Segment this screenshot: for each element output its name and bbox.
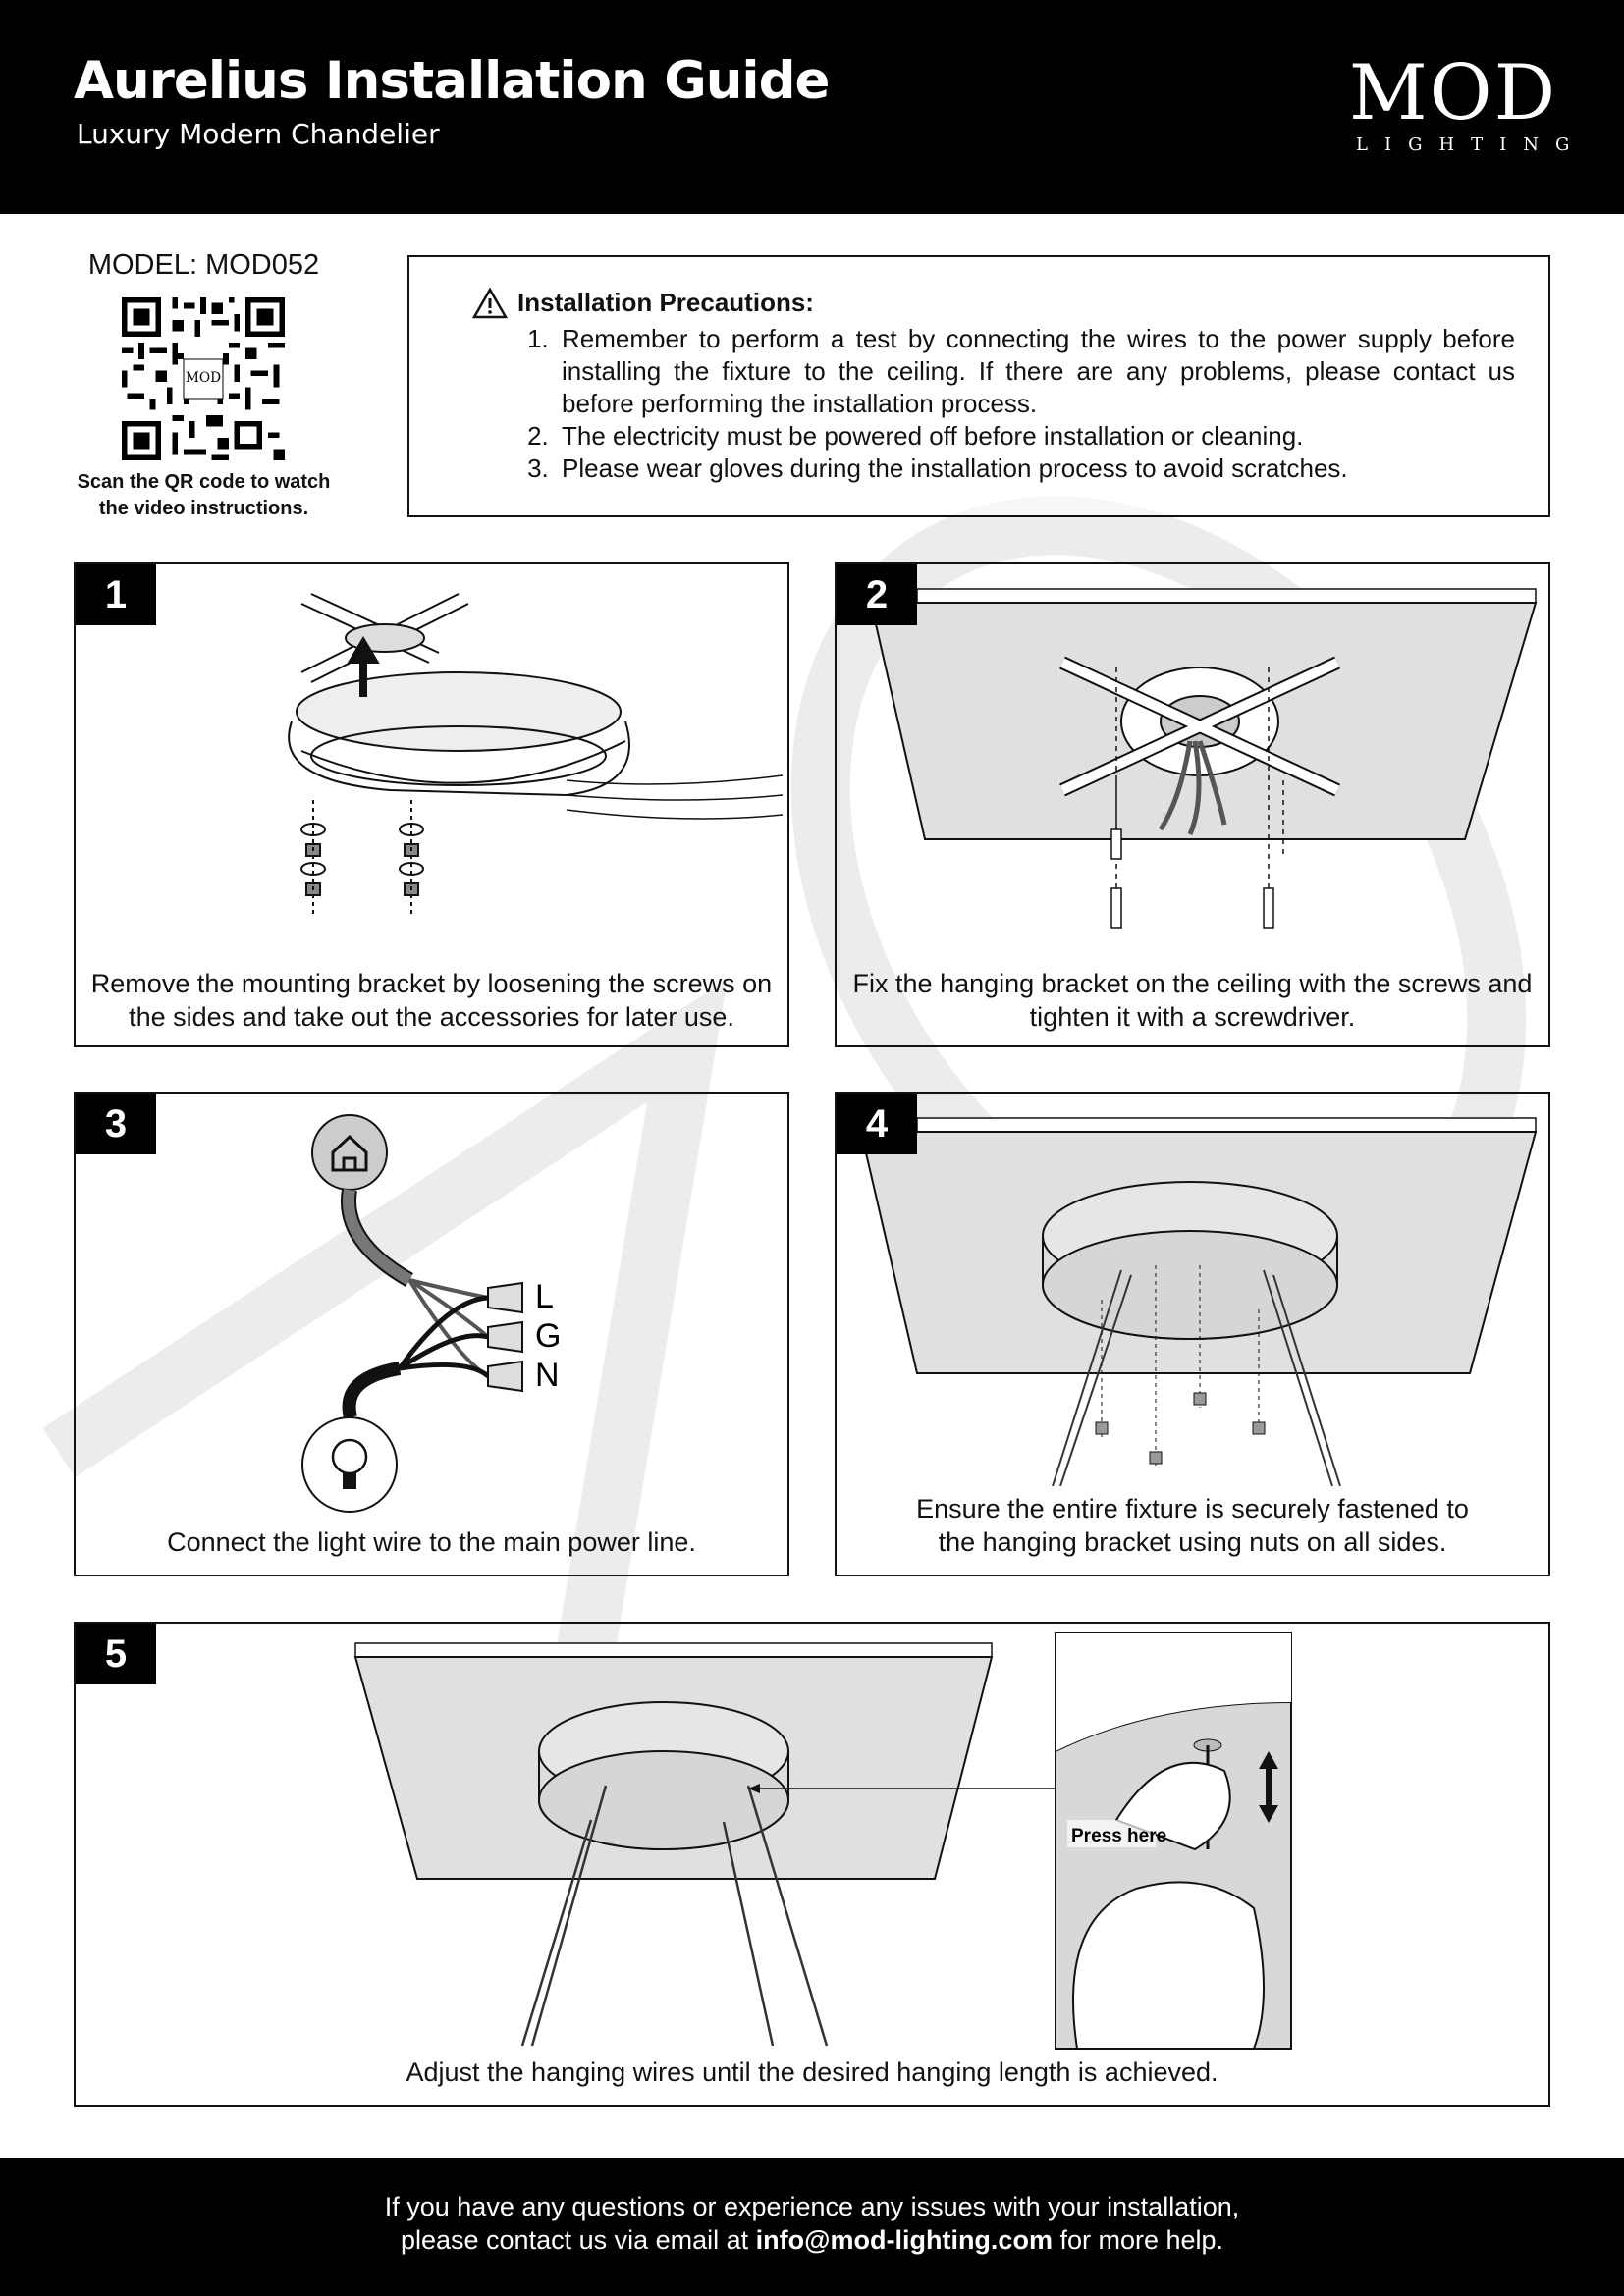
wire-label-n: N [535, 1357, 560, 1394]
house-icon [311, 1114, 388, 1191]
step-caption: Fix the hanging bracket on the ceiling w… [837, 967, 1548, 1034]
model-number: MODEL: MOD052 [87, 249, 320, 281]
step-caption: Ensure the entire fixture is securely fa… [837, 1492, 1548, 1559]
footer-bar: If you have any questions or experience … [0, 2158, 1624, 2296]
caption-line: Connect the light wire to the main power… [167, 1527, 696, 1557]
precautions-list: Remember to perform a test by connecting… [556, 323, 1515, 485]
warning-triangle-icon [472, 287, 508, 318]
caption-line: Fix the hanging bracket on the ceiling w… [852, 969, 1533, 998]
page-title: Aurelius Installation Guide [74, 51, 830, 111]
step-caption: Connect the light wire to the main power… [76, 1525, 787, 1559]
precaution-item: Please wear gloves during the installati… [556, 453, 1515, 485]
precautions-box: Installation Precautions: Remember to pe… [407, 255, 1550, 517]
step-3-panel: L G N 3 Connect the light wire to the ma… [74, 1092, 789, 1576]
wire-label-g: G [535, 1317, 561, 1355]
contact-email-link[interactable]: info@mod-lighting.com [755, 2225, 1053, 2255]
caption-line: the hanging bracket using nuts on all si… [938, 1527, 1447, 1557]
logo-main-text: MOD [1348, 49, 1558, 137]
precaution-item: The electricity must be powered off befo… [556, 420, 1515, 453]
caption-line: the sides and take out the accessories f… [129, 1002, 734, 1032]
step-4-panel: 4 Ensure the entire fixture is securely … [835, 1092, 1550, 1576]
precautions-title: Installation Precautions: [517, 288, 814, 317]
fixture-fastening-illustration [859, 1117, 1538, 1486]
step-caption: Remove the mounting bracket by loosening… [76, 967, 787, 1034]
step-number: 3 [76, 1094, 156, 1154]
caption-line: Ensure the entire fixture is securely fa… [916, 1494, 1469, 1523]
footer-text: for more help. [1052, 2225, 1224, 2255]
page-subtitle: Luxury Modern Chandelier [77, 118, 440, 150]
wire-adjustment-illustration: Press here [353, 1632, 1292, 2050]
footer-line1: If you have any questions or experience … [384, 2192, 1240, 2221]
step-number: 4 [837, 1094, 917, 1154]
step-number: 2 [837, 564, 917, 625]
step-caption: Adjust the hanging wires until the desir… [76, 2056, 1548, 2089]
qr-code-icon[interactable]: MOD [122, 297, 285, 460]
caption-line: Remove the mounting bracket by loosening… [90, 969, 773, 998]
wiring-diagram: L G N [301, 1114, 561, 1513]
footer-line2: please contact us via email at info@mod-… [0, 2223, 1624, 2257]
light-bulb-icon [301, 1416, 398, 1513]
qr-caption: Scan the QR code to watch the video inst… [59, 469, 349, 522]
qr-caption-line2: the video instructions. [98, 498, 309, 519]
ceiling-bracket-illustration [869, 588, 1538, 929]
bracket-removal-illustration [288, 593, 783, 918]
header-bar: Aurelius Installation Guide Luxury Moder… [0, 0, 1624, 214]
step-1-panel: 1 Remove the mounting bracket by looseni… [74, 562, 789, 1047]
caption-line: Adjust the hanging wires until the desir… [406, 2057, 1218, 2087]
qr-caption-line1: Scan the QR code to watch [77, 471, 331, 493]
brand-logo: MOD LIGHTING [1340, 49, 1587, 155]
step-2-panel: 2 Fix the hanging bracket on the ceiling… [835, 562, 1550, 1047]
precaution-item: Remember to perform a test by connecting… [556, 323, 1515, 420]
wire-label-l: L [535, 1278, 554, 1315]
press-here-label: Press here [1071, 1826, 1166, 1846]
footer-text: please contact us via email at [400, 2225, 756, 2255]
step-number: 5 [76, 1624, 156, 1684]
logo-sub-text: LIGHTING [1356, 134, 1587, 155]
svg-text:MOD: MOD [186, 370, 221, 386]
caption-line: tighten it with a screwdriver. [1029, 1002, 1356, 1032]
step-number: 1 [76, 564, 156, 625]
step-5-panel: Press here 5 Adjust the hanging wires un… [74, 1622, 1550, 2107]
